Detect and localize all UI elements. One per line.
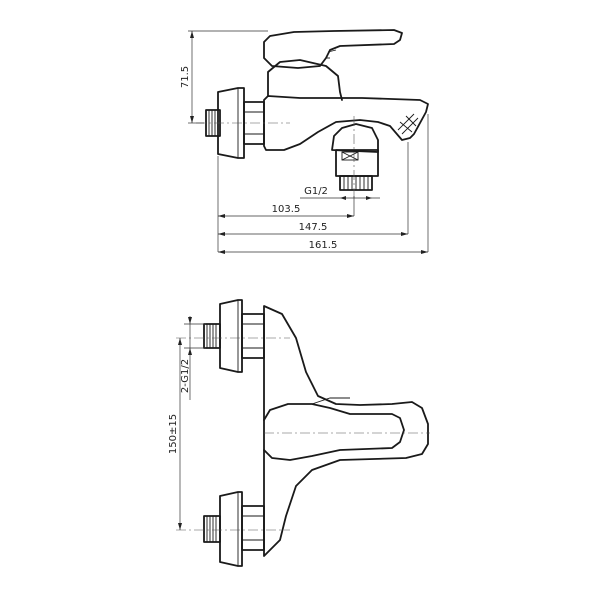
dim-height: 71.5 xyxy=(180,30,268,124)
dim-diverter-length-label: 147.5 xyxy=(299,222,328,233)
side-lever-handle xyxy=(263,29,403,69)
front-view: 2-G1/2 150±15 xyxy=(168,299,430,567)
dim-centers: 150±15 xyxy=(168,338,182,530)
dim-overall-length-label: 161.5 xyxy=(309,240,338,251)
side-body-top xyxy=(267,59,343,101)
dim-centers-label: 150±15 xyxy=(168,414,179,454)
dim-outlet-length-label: 103.5 xyxy=(272,204,301,215)
upper-inlet xyxy=(203,299,265,373)
front-faucet-body xyxy=(263,305,429,557)
side-spout-outlet xyxy=(397,113,419,135)
dim-inlet-thread: 2-G1/2 xyxy=(180,316,206,400)
front-lever-outline xyxy=(263,403,405,461)
dim-thread: G1/2 xyxy=(300,186,380,200)
side-shower-outlet xyxy=(331,123,379,191)
dim-overall-length: 161.5 xyxy=(218,240,428,254)
dim-diverter-length: 147.5 xyxy=(218,222,408,236)
dim-thread-label: G1/2 xyxy=(304,186,328,197)
lower-inlet xyxy=(203,491,265,567)
dim-inlet-thread-label: 2-G1/2 xyxy=(180,359,191,393)
dim-height-label: 71.5 xyxy=(180,66,191,88)
side-view: 71.5 G1/2 103.5 147.5 xyxy=(180,29,429,254)
dim-outlet-length: 103.5 xyxy=(218,204,354,218)
side-faucet-body xyxy=(263,95,429,151)
